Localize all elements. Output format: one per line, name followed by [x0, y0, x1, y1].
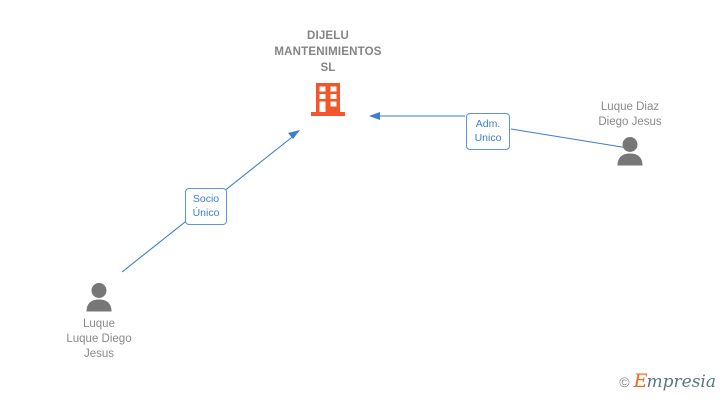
person-name-label: Luque Diaz Diego Jesus: [598, 101, 662, 128]
relation-label-socio-unico[interactable]: Socio Único: [185, 188, 227, 225]
watermark: © Empresia: [619, 372, 716, 392]
person-name-label: Luque Luque Diego Jesus: [66, 318, 132, 360]
person-node-left[interactable]: Luque Luque Diego Jesus: [33, 282, 165, 362]
arrowhead-socio-unico: [288, 130, 300, 139]
brand-initial: E: [633, 370, 648, 392]
relation-label-adm-unico[interactable]: Adm. Unico: [466, 113, 510, 150]
brand-name: mpresia: [646, 372, 717, 392]
company-name-label: DIJELU MANTENIMIENTOS SL: [274, 30, 382, 74]
building-icon: [311, 83, 345, 116]
person-avatar-icon: [617, 137, 643, 166]
company-node[interactable]: DIJELU MANTENIMIENTOS SL: [247, 28, 409, 118]
person-avatar-icon: [86, 283, 112, 312]
copyright-icon: ©: [619, 374, 630, 390]
person-node-right[interactable]: Luque Diaz Diego Jesus: [564, 100, 696, 166]
